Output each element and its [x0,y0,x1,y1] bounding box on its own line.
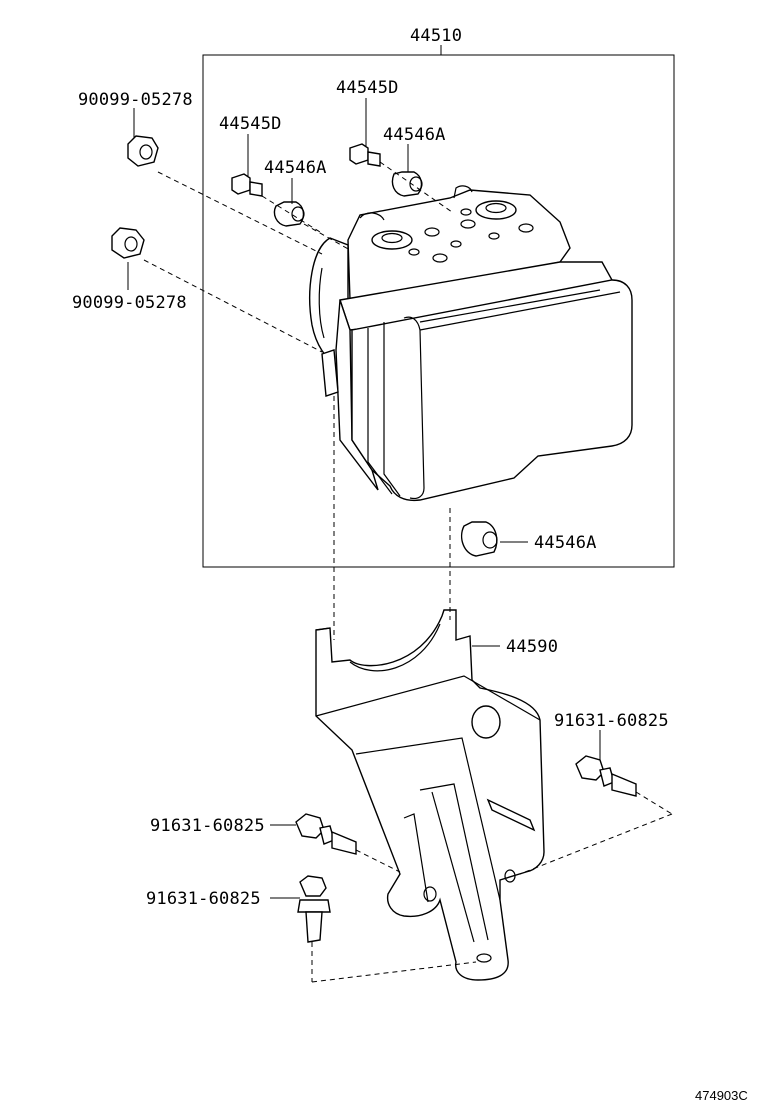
rubber-cushion-icon [273,201,305,227]
stud-bolt-icon [231,173,263,197]
flange-nut-icon [111,227,145,259]
abs-actuator-icon [309,185,633,502]
label-nut-lower: 90099-05278 [72,293,187,313]
label-cushion-bottom: 44546A [534,533,597,553]
label-bolt-right: 91631-60825 [554,711,669,731]
alignment-lines [143,161,673,983]
flange-bolt-icon [297,875,331,943]
label-stud-left: 44545D [219,114,282,134]
rubber-cushion-icon [460,521,498,557]
flange-bolt-icon [575,755,637,797]
label-cushion-right: 44546A [383,125,446,145]
label-assembly: 44510 [410,26,462,46]
mounting-bracket-icon [315,609,545,981]
flange-bolt-icon [295,813,357,855]
illustration-code: 474903C [695,1088,748,1103]
label-stud-right: 44545D [336,78,399,98]
leader-lines [127,98,601,899]
label-bolt-low: 91631-60825 [146,889,261,909]
label-bracket: 44590 [506,637,558,657]
label-bolt-mid: 91631-60825 [150,816,265,836]
label-cushion-left: 44546A [264,158,327,178]
assembly-frame [202,45,675,568]
label-nut-upper: 90099-05278 [78,90,193,110]
flange-nut-icon [127,135,159,167]
stud-bolt-icon [349,143,381,167]
rubber-cushion-icon [391,171,423,197]
